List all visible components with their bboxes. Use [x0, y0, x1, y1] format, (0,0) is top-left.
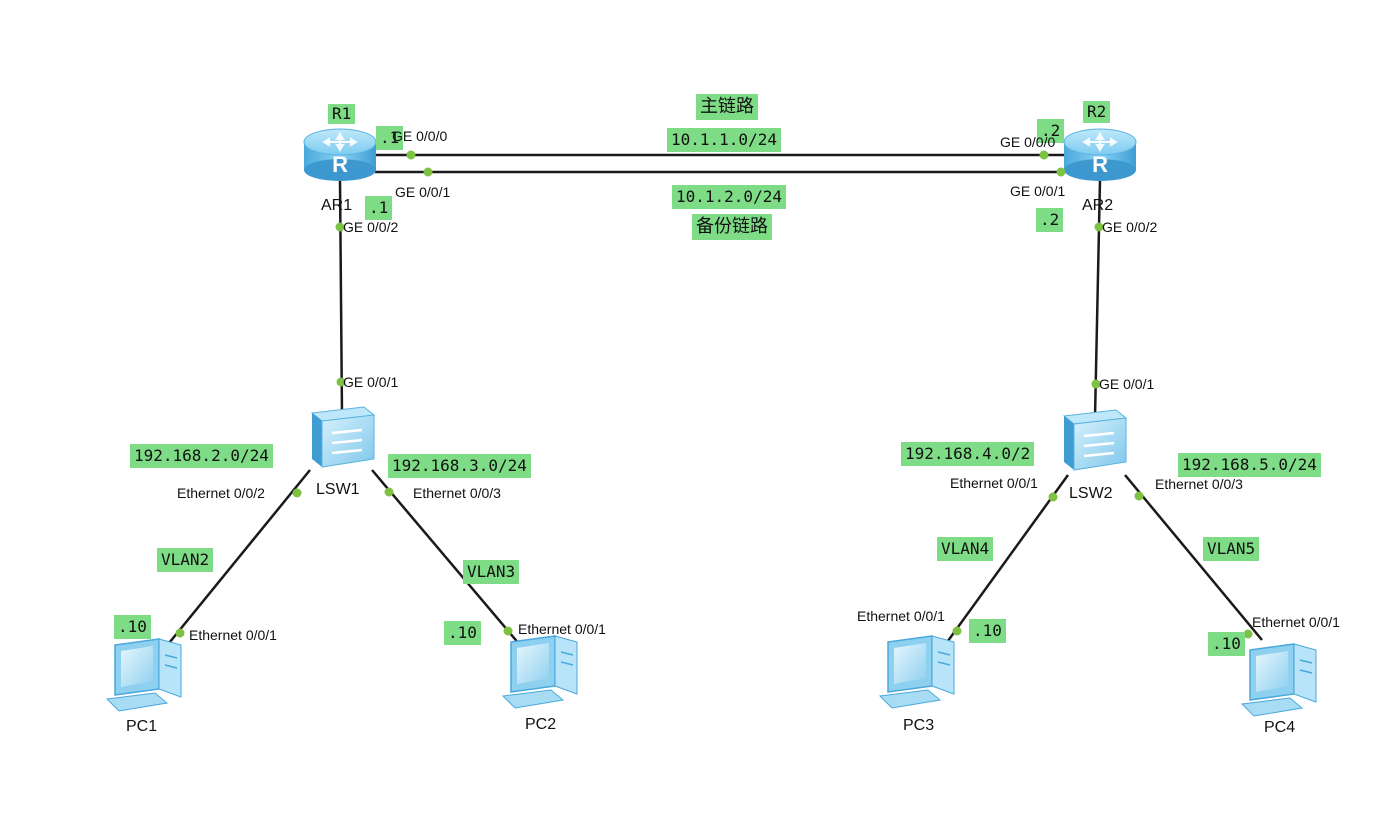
port-label-pc4-eth: Ethernet 0/0/1: [1252, 614, 1340, 630]
pc3-host: .10: [969, 619, 1006, 643]
router-ar1-icon[interactable]: R: [303, 128, 377, 181]
link-lsw2-pc4[interactable]: [1124, 474, 1263, 641]
net-192-168-5: 192.168.5.0/24: [1178, 453, 1321, 477]
port-dot-ar1-ge000[interactable]: [406, 150, 416, 160]
link-lsw1-pc1[interactable]: [164, 469, 311, 649]
net-192-168-2: 192.168.2.0/24: [130, 444, 273, 468]
device-label-ar2: AR2: [1082, 197, 1114, 214]
backup-link-subnet: 10.1.2.0/24: [672, 185, 786, 209]
pc4-host: .10: [1208, 632, 1245, 656]
link-ar1-lsw1[interactable]: [338, 179, 344, 416]
net-192-168-3: 192.168.3.0/24: [388, 454, 531, 478]
port-dot-lsw2-eth001[interactable]: [1048, 492, 1058, 502]
pc1-icon[interactable]: [105, 638, 182, 712]
port-label-pc1-eth: Ethernet 0/0/1: [189, 627, 277, 643]
svg-text:R: R: [332, 152, 348, 177]
port-dot-ar1-ge002[interactable]: [335, 222, 345, 232]
pc2-icon[interactable]: [501, 635, 578, 709]
port-label-lsw1-ge001: GE 0/0/1: [343, 374, 399, 390]
ar1-main-host: .1: [376, 126, 404, 150]
device-label-lsw1: LSW1: [316, 481, 360, 498]
port-dots: [175, 150, 1253, 639]
port-label-ar2-ge002: GE 0/0/2: [1102, 219, 1158, 235]
ar1-down-host: .1: [365, 196, 393, 220]
port-label-lsw2-ge001: GE 0/0/1: [1099, 376, 1155, 392]
switch-lsw2-icon[interactable]: [1062, 409, 1128, 471]
pc3-icon[interactable]: [878, 635, 955, 709]
backup-link-title: 备份链路: [692, 214, 772, 240]
vlan3-label: VLAN3: [463, 560, 520, 584]
ar2-down-host: .2: [1036, 208, 1064, 232]
port-label-lsw2-eth001: Ethernet 0/0/1: [950, 475, 1038, 491]
main-link-subnet: 10.1.1.0/24: [667, 128, 781, 152]
port-label-ar1-ge001: GE 0/0/1: [395, 184, 451, 200]
port-dot-pc3-eth[interactable]: [952, 626, 962, 636]
port-dot-ar2-ge001[interactable]: [1056, 167, 1066, 177]
port-dot-lsw1-ge001[interactable]: [336, 377, 346, 387]
links: [164, 153, 1263, 649]
port-label-ar2-ge000: GE 0/0/0: [1000, 134, 1056, 150]
port-label-lsw2-eth003: Ethernet 0/0/3: [1155, 476, 1243, 492]
device-label-pc4: PC4: [1264, 719, 1296, 736]
port-dot-pc2-eth[interactable]: [503, 626, 513, 636]
link-lsw1-pc2[interactable]: [371, 469, 521, 646]
vlan5-label: VLAN5: [1203, 537, 1260, 561]
device-label-ar1: AR1: [321, 197, 353, 214]
pc1-host: .10: [114, 615, 151, 639]
port-label-pc2-eth: Ethernet 0/0/1: [518, 621, 606, 637]
device-label-pc1: PC1: [126, 718, 158, 735]
port-label-ar1-ge002: GE 0/0/2: [343, 219, 399, 235]
r1-tag: R1: [328, 104, 356, 124]
pc2-host: .10: [444, 621, 481, 645]
ar2-main-host: .2: [1037, 119, 1065, 143]
port-dot-lsw2-ge001[interactable]: [1091, 379, 1101, 389]
port-label-pc3-eth: Ethernet 0/0/1: [857, 608, 945, 624]
port-dot-pc1-eth[interactable]: [175, 628, 185, 638]
switch-lsw1-icon[interactable]: [310, 406, 376, 468]
pc4-icon[interactable]: [1240, 643, 1317, 717]
port-dot-ar1-ge001[interactable]: [423, 167, 433, 177]
port-dot-lsw1-eth002[interactable]: [292, 488, 302, 498]
link-lsw2-pc3[interactable]: [943, 474, 1070, 646]
port-dot-lsw2-eth003[interactable]: [1134, 491, 1144, 501]
link-ar2-lsw2[interactable]: [1093, 179, 1102, 419]
net-192-168-4: 192.168.4.0/2: [901, 442, 1035, 466]
vlan2-label: VLAN2: [157, 548, 214, 572]
port-dot-ar2-ge002[interactable]: [1094, 222, 1104, 232]
device-label-pc3: PC3: [903, 717, 935, 734]
router-ar2-icon[interactable]: R: [1063, 128, 1137, 181]
port-dot-lsw1-eth003[interactable]: [384, 487, 394, 497]
main-link-title: 主链路: [696, 94, 758, 120]
r2-tag: R2: [1083, 101, 1111, 123]
svg-text:R: R: [1092, 152, 1108, 177]
device-label-lsw2: LSW2: [1069, 485, 1113, 502]
port-label-ar2-ge001: GE 0/0/1: [1010, 183, 1066, 199]
port-label-ar1-ge000: GE 0/0/0: [392, 128, 448, 144]
device-label-pc2: PC2: [525, 716, 557, 733]
port-label-lsw1-eth003: Ethernet 0/0/3: [413, 485, 501, 501]
vlan4-label: VLAN4: [937, 537, 994, 561]
port-dot-ar2-ge000[interactable]: [1039, 150, 1049, 160]
port-label-lsw1-eth002: Ethernet 0/0/2: [177, 485, 265, 501]
port-dot-pc4-eth[interactable]: [1243, 629, 1253, 639]
